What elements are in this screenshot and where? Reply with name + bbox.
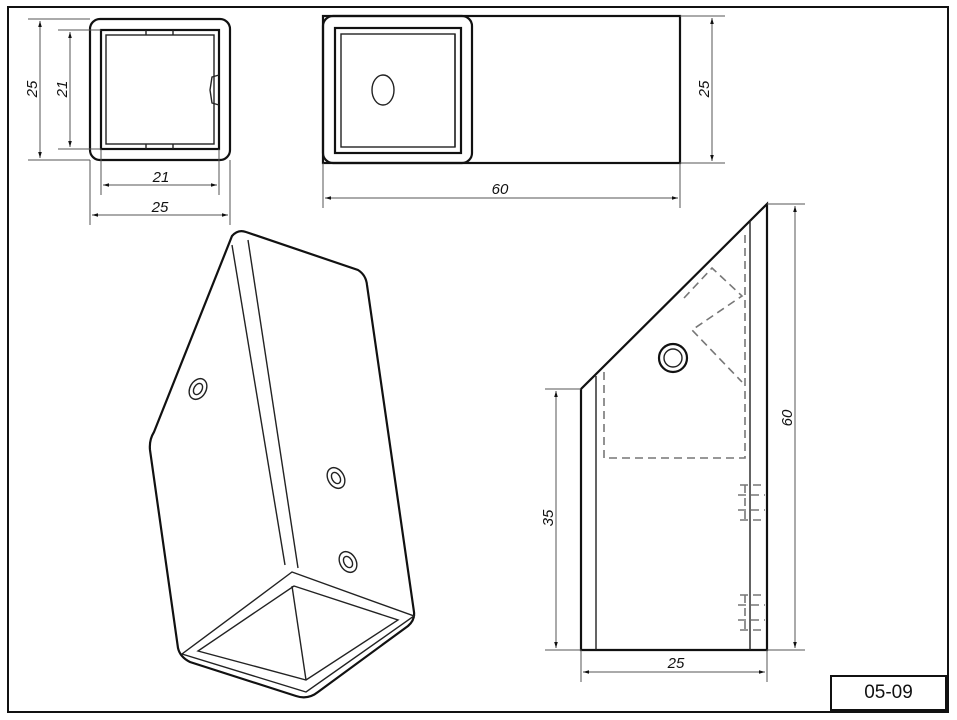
top-view — [321, 14, 725, 208]
dim-front-inner-height: 21 — [54, 81, 71, 99]
drawing-frame — [7, 6, 949, 713]
dim-front-inner-width: 21 — [152, 169, 170, 186]
drawing-number-box: 05-09 — [830, 675, 947, 711]
dim-front-outer-width: 25 — [151, 199, 169, 216]
dim-side-total-height: 60 — [779, 409, 796, 426]
dim-top-height: 25 — [696, 80, 713, 98]
dim-front-outer-height: 25 — [24, 80, 41, 98]
dim-side-low-height: 35 — [540, 509, 557, 526]
front-view — [28, 17, 232, 225]
side-view — [545, 201, 805, 682]
dim-top-length: 60 — [492, 181, 509, 198]
dim-side-width: 25 — [667, 655, 685, 672]
drawing-number: 05-09 — [864, 682, 913, 703]
isometric-view — [148, 230, 416, 699]
